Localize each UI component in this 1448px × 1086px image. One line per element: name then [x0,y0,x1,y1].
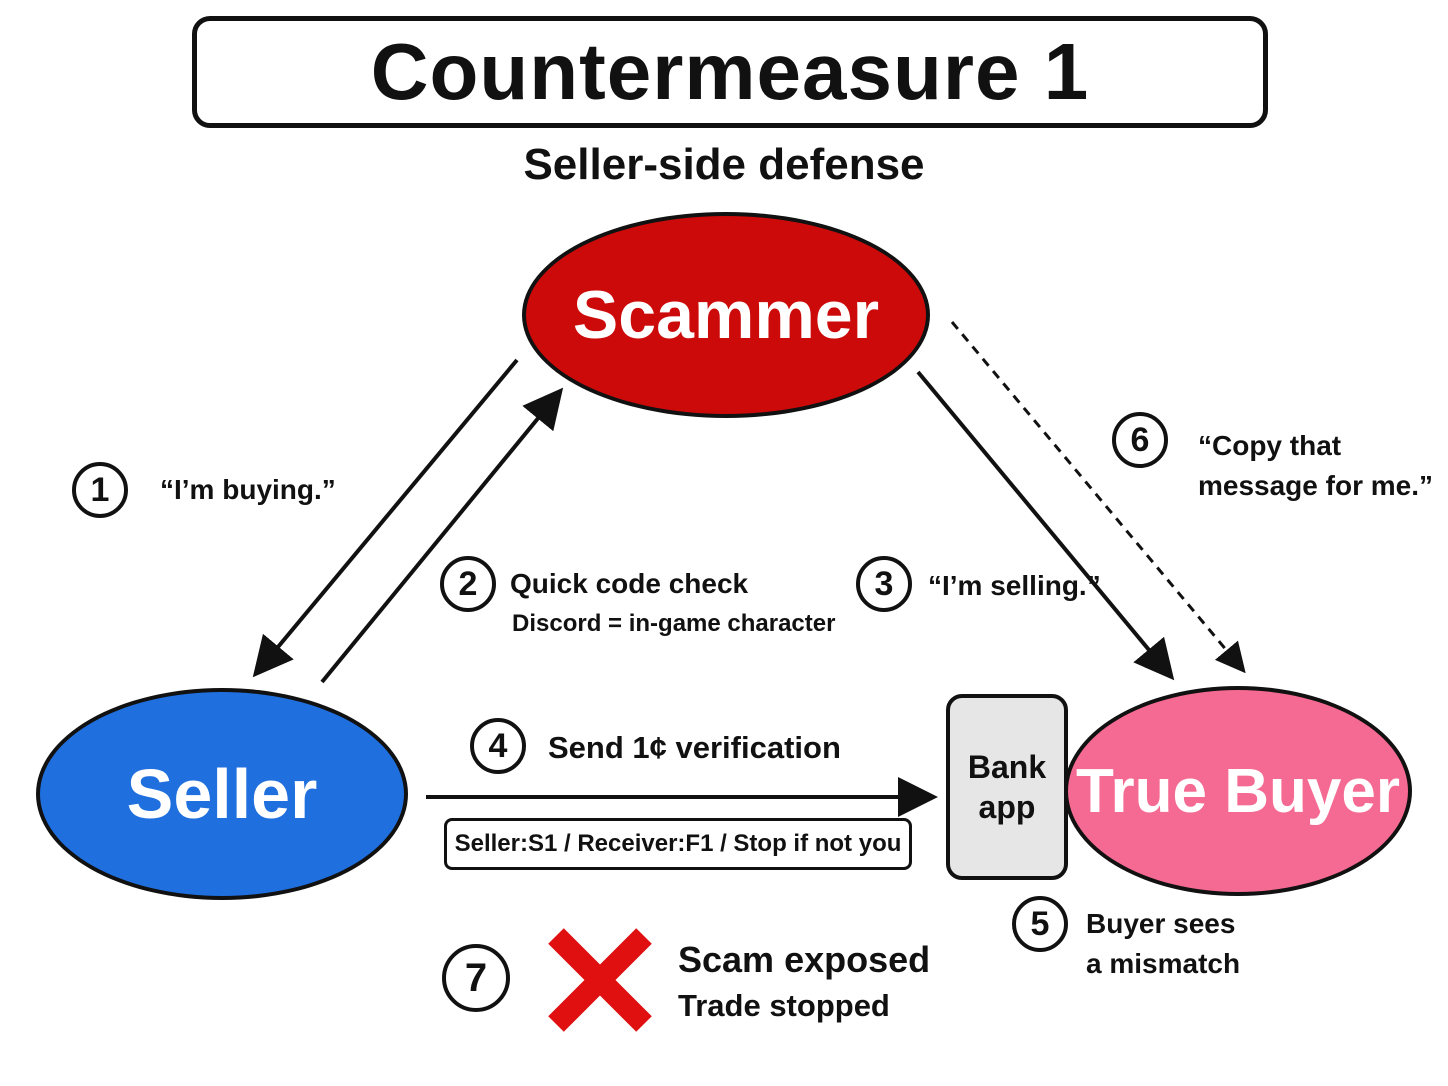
arrow-scammer-to-buyer [916,370,1175,681]
verification-message-box: Seller:S1 / Receiver:F1 / Stop if not yo… [444,818,912,870]
step-2-number: 2 [458,564,478,603]
cross-icon [548,928,652,1032]
step-5-badge: 5 [1012,896,1068,952]
step-6-line1: “Copy that [1198,430,1342,461]
true-buyer-label: True Buyer [1076,756,1400,826]
bank-app-node: Bank app [946,694,1068,880]
page-subtitle: Seller-side defense [523,140,925,189]
step-1-number: 1 [90,470,110,509]
bank-app-label-line1: Bank [967,749,1047,785]
step-7-number: 7 [464,955,488,1000]
step-1-badge: 1 [72,462,128,518]
step-2-badge: 2 [440,556,496,612]
step-3-label: “I’m selling.” [928,570,1101,601]
arrow-scammer-to-buyer-dashed [950,321,1246,674]
step-4-number: 4 [488,726,508,765]
seller-label: Seller [126,755,318,833]
step-7-line2: Trade stopped [678,988,890,1023]
step-6-line2: message for me.” [1198,470,1433,501]
step-6-number: 6 [1130,420,1150,459]
step-7-label: Scam exposed Trade stopped [678,936,930,1028]
step-6-badge: 6 [1112,412,1168,468]
scammer-node: Scammer [522,212,930,418]
title-box: Countermeasure 1 [192,16,1268,128]
bank-app-label-line2: app [978,789,1036,825]
step-2-detail: Discord = in-game character [512,610,836,637]
step-5-line2: a mismatch [1086,948,1241,979]
step-4-label: Send 1¢ verification [548,730,841,765]
step-4-badge: 4 [470,718,526,774]
step-7-line1: Scam exposed [678,939,931,980]
page-title: Countermeasure 1 [370,27,1090,116]
step-6-label: “Copy that message for me.” [1198,426,1433,506]
step-3-number: 3 [874,564,894,603]
step-3-badge: 3 [856,556,912,612]
step-5-number: 5 [1030,904,1050,943]
true-buyer-node: True Buyer [1064,686,1412,896]
arrow-seller-to-scammer [320,387,564,684]
step-1-label: “I’m buying.” [160,474,336,505]
step-7-badge: 7 [442,944,510,1012]
step-2-label: Quick code check [510,568,749,599]
step-5-line1: Buyer sees [1086,908,1236,939]
scammer-label: Scammer [572,277,880,353]
seller-node: Seller [36,688,408,900]
verification-message: Seller:S1 / Receiver:F1 / Stop if not yo… [454,830,902,857]
step-5-label: Buyer sees a mismatch [1086,904,1240,984]
arrow-scammer-to-seller [252,358,519,678]
